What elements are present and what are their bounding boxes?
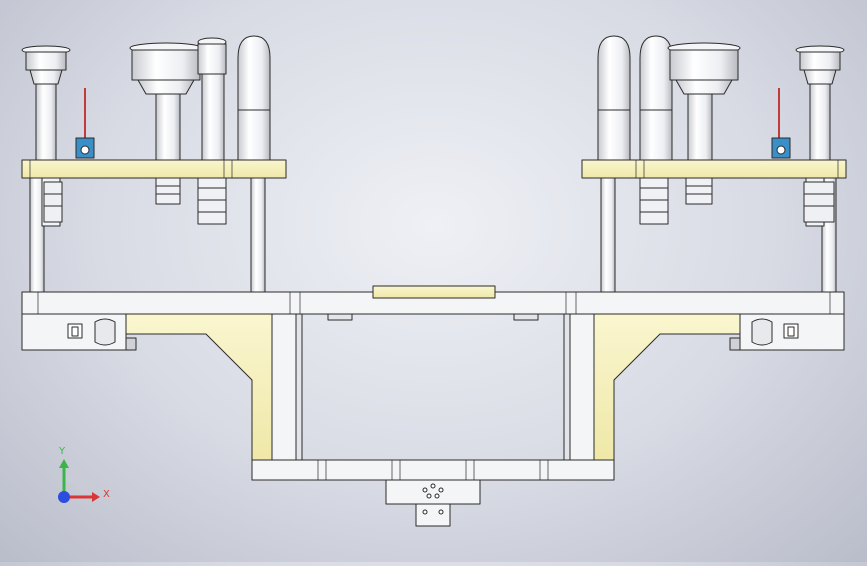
- lower-frame: [21, 285, 845, 527]
- x-axis-label: X: [103, 489, 110, 500]
- triad-rotation-arc: [63, 474, 90, 498]
- right-column: [569, 313, 595, 461]
- right-bullet-cylinder-b: [639, 35, 673, 161]
- y-axis-arrowhead: [59, 459, 69, 468]
- right-bullet-cylinder-a: [597, 35, 631, 161]
- left-top-plate: [21, 159, 287, 179]
- left-gusset: [125, 313, 273, 461]
- left-bullet-cylinder: [237, 35, 271, 161]
- x-axis-arrowhead: [92, 492, 100, 502]
- left-column: [271, 313, 297, 461]
- center-top-plate: [372, 285, 496, 299]
- bottom-beam: [251, 459, 615, 481]
- y-axis-label: Y: [58, 446, 66, 457]
- left-upper-group: [21, 35, 287, 293]
- bracket-tab: [415, 503, 451, 527]
- right-gusset: [593, 313, 741, 461]
- right-upper-group: [581, 35, 847, 293]
- z-axis-dot: [58, 491, 70, 503]
- right-top-plate: [581, 159, 847, 179]
- coordinate-triad: X Y: [58, 446, 110, 503]
